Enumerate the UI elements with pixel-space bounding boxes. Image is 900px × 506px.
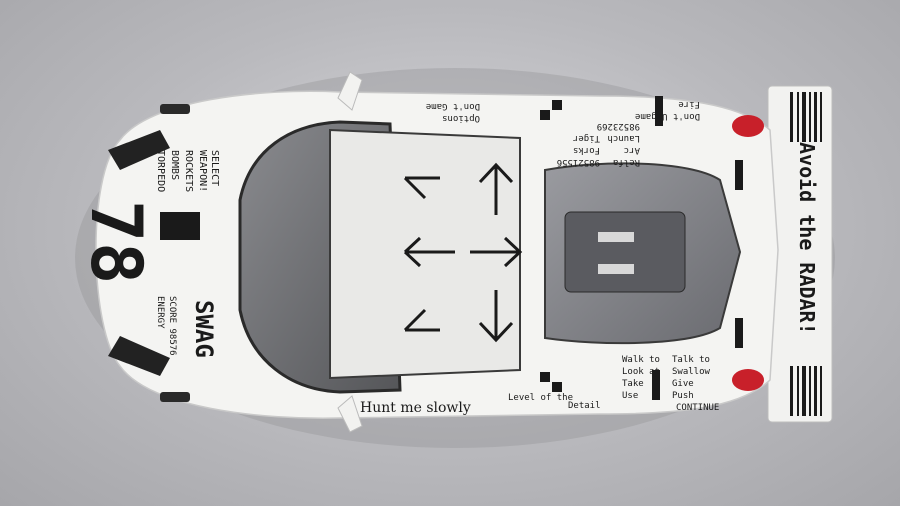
bottom-action1-2: Take	[622, 379, 644, 389]
bottom-actions-2: Talk to Swallow Give Push	[672, 355, 711, 401]
pixel-blocks	[540, 96, 743, 400]
nose-menu-line-4: TORPEDO	[155, 150, 166, 192]
bottom-continue: CONTINUE	[676, 403, 719, 413]
bottom-action1-0: Walk to	[622, 355, 660, 365]
bottom-action2-3: Push	[672, 391, 694, 401]
tail-light-top	[732, 115, 764, 137]
front-vent-left	[160, 104, 190, 114]
arrow-down-icon	[478, 290, 514, 343]
rear-wing-barcode-bottom	[790, 366, 822, 416]
top-code-6: Tiger	[572, 133, 600, 143]
top-codes: Relfa Arc Launch 98523269 98521556 Forks…	[557, 121, 640, 167]
top-code-4: 98521556	[557, 157, 600, 167]
bottom-action2-1: Swallow	[672, 367, 711, 377]
top-options: Options Don't Game Don't Ungame Fire	[426, 99, 700, 123]
nose-menu-line-0: SELECT	[209, 150, 220, 186]
top-code-1: Arc	[624, 145, 640, 155]
engine-badge-top	[598, 232, 634, 242]
nose-menu-line-3: BOMBS	[169, 150, 180, 180]
bottom-action1-1: Look at	[622, 367, 660, 377]
rear-wing	[767, 85, 833, 423]
hood-score: SCORE 98576	[167, 296, 177, 356]
number-block	[160, 212, 200, 240]
bottom-sill-text: Hunt me slowly	[360, 400, 471, 416]
top-option-2: Don't Ungame	[635, 111, 700, 121]
front-vent-right	[160, 392, 190, 402]
arrow-up-icon	[478, 162, 514, 215]
engine-badge-bottom	[598, 264, 634, 274]
top-code-0: Relfa	[613, 157, 640, 167]
arrow-left-icon	[403, 176, 455, 268]
front-light-right	[108, 336, 170, 376]
roof-glass	[329, 128, 521, 380]
side-title: Avoid the RADAR!	[795, 142, 819, 335]
rear-wing-barcode-top	[790, 92, 822, 142]
bottom-action2-2: Give	[672, 379, 694, 389]
nose-menu-line-2: ROCKETS	[183, 150, 194, 192]
top-code-5: Forks	[573, 145, 600, 155]
engine-block	[564, 211, 686, 293]
left-mirror	[337, 71, 363, 111]
hood-energy: ENERGY	[155, 296, 165, 329]
nose-menu: SELECT WEAPON! ROCKETS BOMBS TORPEDO	[155, 150, 220, 192]
hood-tag: SWAG	[190, 300, 218, 358]
tail-light-bottom	[732, 369, 764, 391]
front-light-left	[108, 130, 170, 170]
top-option-3: Fire	[678, 99, 700, 109]
car-number: 78	[75, 200, 157, 284]
top-code-2: Launch	[607, 133, 640, 143]
bottom-action1-3: Use	[622, 391, 638, 401]
bottom-left-text: Level of the	[508, 393, 573, 403]
nose-menu-line-1: WEAPON!	[197, 150, 208, 192]
bottom-detail: Detail	[568, 401, 601, 411]
arrow-right-icon	[403, 236, 523, 332]
top-option-0: Options	[442, 113, 480, 123]
bottom-action2-0: Talk to	[672, 355, 710, 365]
top-option-1: Don't Game	[426, 101, 480, 111]
roof-arrows	[403, 162, 523, 343]
right-mirror	[337, 395, 363, 433]
bottom-actions-1: Walk to Look at Take Use	[622, 355, 660, 401]
top-code-3: 98523269	[597, 121, 640, 131]
